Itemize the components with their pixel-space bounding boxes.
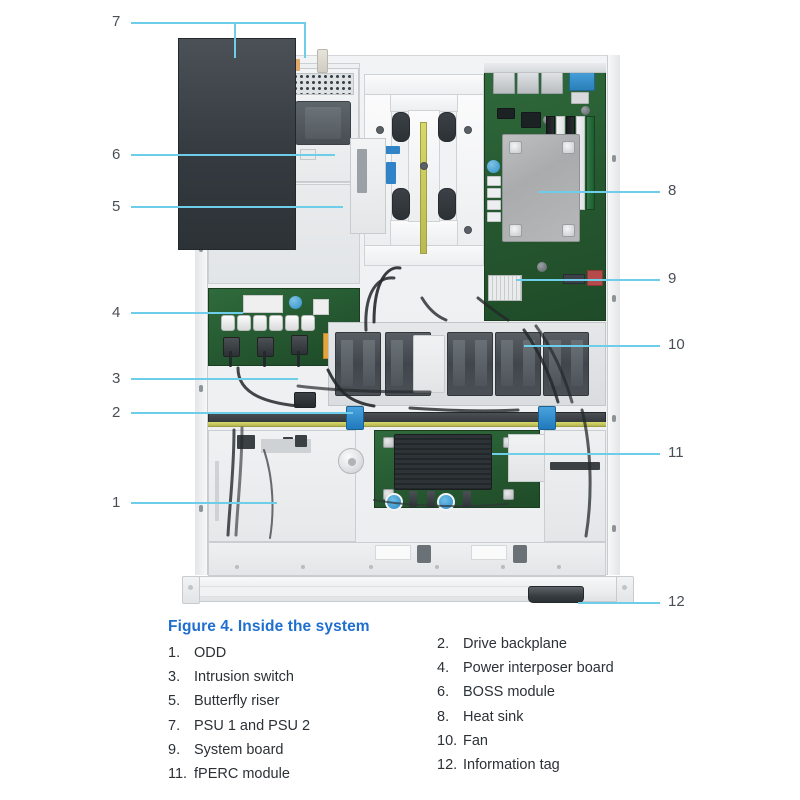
bezel-right-ear xyxy=(616,576,634,604)
chassis-right-rail xyxy=(607,55,620,575)
legend-item: 7. PSU 1 and PSU 2 xyxy=(168,718,438,735)
legend-number: 10. xyxy=(437,732,458,749)
fan xyxy=(495,332,541,396)
legend-number: 7. xyxy=(168,717,181,734)
callout-number-8: 8 xyxy=(668,182,677,199)
fan xyxy=(447,332,493,396)
legend-item: 2. Drive backplane xyxy=(437,636,737,653)
odd-eject-dial xyxy=(338,448,364,474)
legend-item: 12. Information tag xyxy=(437,757,737,774)
legend-item: 3. Intrusion switch xyxy=(168,669,438,686)
callout-line-11 xyxy=(492,453,660,455)
intrusion-switch xyxy=(294,392,316,408)
callout-number-4: 4 xyxy=(112,304,121,321)
legend-label: ODD xyxy=(194,645,227,661)
callout-line-2 xyxy=(131,412,353,414)
callout-number-9: 9 xyxy=(668,270,677,287)
legend-item: 1. ODD xyxy=(168,645,438,662)
fan-row xyxy=(328,322,606,406)
legend-label: Butterfly riser xyxy=(194,693,280,710)
fan-cage-gap xyxy=(413,335,445,393)
legend-label: Intrusion switch xyxy=(194,669,294,686)
front-bezel-inner xyxy=(196,586,576,597)
legend-label: System board xyxy=(194,741,284,758)
legend-item: 9. System board xyxy=(168,742,438,759)
callout-number-1: 1 xyxy=(112,494,121,511)
power-interposer-board xyxy=(208,288,360,367)
bezel-left-ear xyxy=(182,576,200,604)
psu-2-vent xyxy=(292,73,354,95)
callout-number-7: 7 xyxy=(112,13,121,30)
drive-backplane-edge xyxy=(208,422,606,427)
odd xyxy=(208,430,356,542)
legend-label: Fan xyxy=(463,732,488,749)
boss-module xyxy=(350,138,386,234)
legend-label: fPERC module xyxy=(194,765,290,782)
heat-sink xyxy=(502,134,580,242)
callout-number-5: 5 xyxy=(112,198,121,215)
legend-number: 2. xyxy=(437,636,450,652)
legend-label: Drive backplane xyxy=(463,636,567,652)
legend-number: 3. xyxy=(168,669,181,686)
callout-number-12: 12 xyxy=(668,593,685,610)
rear-io-shroud xyxy=(484,63,606,73)
legend-number: 12. xyxy=(437,756,458,773)
callout-number-2: 2 xyxy=(112,404,121,421)
butterfly-riser xyxy=(364,70,484,298)
backplane-latch xyxy=(538,406,556,430)
information-tag xyxy=(528,586,584,603)
callout-line-6 xyxy=(131,154,335,156)
lower-right-strip xyxy=(550,462,600,470)
legend-number: 8. xyxy=(437,708,450,725)
legend-number: 4. xyxy=(437,660,450,677)
legend-number: 1. xyxy=(168,645,181,661)
fan xyxy=(543,332,589,396)
callout-line-4 xyxy=(131,312,243,314)
legend-number: 11. xyxy=(168,765,188,782)
legend-item: 6. BOSS module xyxy=(437,684,737,701)
legend-item: 5. Butterfly riser xyxy=(168,693,438,710)
riser-pcie-slot xyxy=(420,122,427,254)
lower-right-cage xyxy=(544,430,606,542)
legend-item: 10. Fan xyxy=(437,733,737,750)
legend-number: 5. xyxy=(168,693,181,710)
legend-item: 4. Power interposer board xyxy=(437,660,737,677)
callout-number-10: 10 xyxy=(668,336,685,353)
chassis-bottom-plate xyxy=(208,542,606,576)
psu-2 xyxy=(286,49,359,182)
legend-right-column: 2. Drive backplane 4. Power interposer b… xyxy=(437,636,737,781)
legend-left-column: 1. ODD 3. Intrusion switch 5. Butterfly … xyxy=(168,645,438,790)
callout-line-1 xyxy=(131,502,277,504)
psu-2-fan xyxy=(295,101,351,145)
callout-leader-7a xyxy=(234,22,236,58)
legend-label: Heat sink xyxy=(463,708,524,725)
backplane-latch xyxy=(346,406,364,430)
callout-number-3: 3 xyxy=(112,370,121,387)
callout-number-6: 6 xyxy=(112,146,121,163)
callout-line-12 xyxy=(578,602,660,604)
legend-item: 11. fPERC module xyxy=(168,766,438,783)
callout-line-7 xyxy=(131,22,306,24)
legend-number: 6. xyxy=(437,684,450,701)
fperc-heatsink xyxy=(394,434,492,490)
callout-leader-7b xyxy=(304,22,306,58)
legend-number: 9. xyxy=(168,741,181,758)
callout-line-5 xyxy=(131,206,343,208)
legend-label: Power interposer board xyxy=(463,660,614,677)
riser-cavity xyxy=(178,38,296,250)
fan xyxy=(335,332,381,396)
callout-number-11: 11 xyxy=(668,444,684,461)
legend-label: PSU 1 and PSU 2 xyxy=(194,717,311,734)
callout-line-9 xyxy=(516,279,660,281)
legend-label: BOSS module xyxy=(463,684,555,701)
server-internal-photo xyxy=(178,30,640,604)
legend-label: Information tag xyxy=(463,756,560,773)
callout-line-10 xyxy=(524,345,660,347)
callout-line-8 xyxy=(538,191,660,193)
legend-item: 8. Heat sink xyxy=(437,709,737,726)
callout-line-3 xyxy=(131,378,298,380)
figure-caption: Figure 4. Inside the system xyxy=(168,618,370,635)
dimm-slot xyxy=(586,116,595,210)
